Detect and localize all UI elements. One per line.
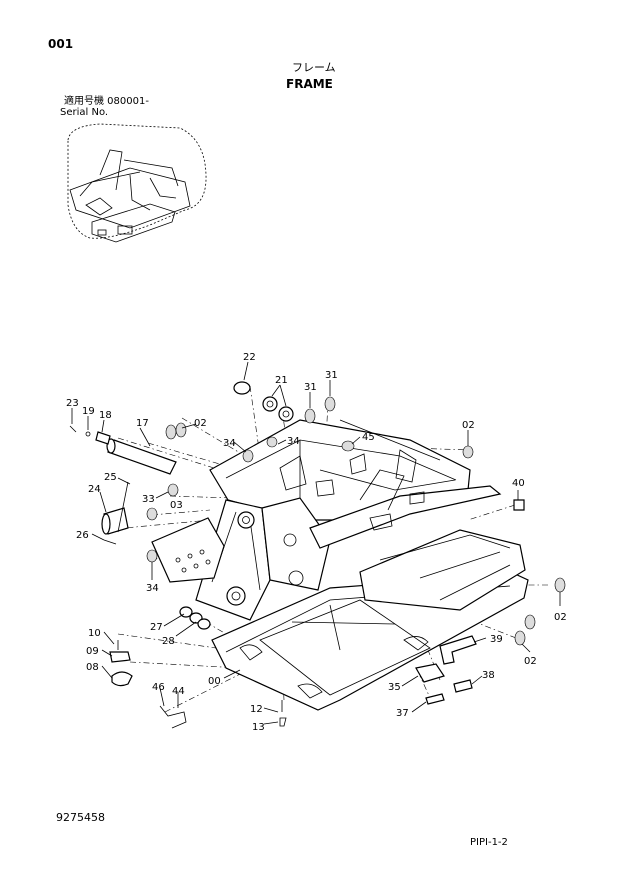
callout-33: 33 <box>142 494 155 505</box>
callout-00: 00 <box>208 676 221 687</box>
title-japanese: フレーム <box>292 61 336 74</box>
page-number: 001 <box>48 37 74 51</box>
callout-46: 46 <box>152 682 165 693</box>
callout-labels: 22 21 31 31 23 19 18 17 02 34 34 45 02 2… <box>66 352 567 733</box>
callout-02-c: 02 <box>554 612 567 623</box>
callout-40: 40 <box>512 478 525 489</box>
callout-13: 13 <box>252 722 265 733</box>
callout-12: 12 <box>250 704 263 715</box>
callout-02-b: 02 <box>462 420 475 431</box>
callout-34: 34 <box>223 438 236 449</box>
page-title: FRAME <box>286 77 333 91</box>
callout-31: 31 <box>304 382 317 393</box>
callout-45: 45 <box>362 432 375 443</box>
callout-21: 21 <box>275 375 288 386</box>
callout-18: 18 <box>99 410 112 421</box>
callout-26: 26 <box>76 530 89 541</box>
callout-09: 09 <box>86 646 99 657</box>
callout-44: 44 <box>172 686 185 697</box>
callout-27: 27 <box>150 622 163 633</box>
pins <box>101 438 177 545</box>
machine-thumbnail <box>67 123 207 243</box>
callout-03: 03 <box>170 500 183 511</box>
callout-17: 17 <box>136 418 149 429</box>
callout-02: 02 <box>194 418 207 429</box>
callout-39: 39 <box>490 634 503 645</box>
callout-31-b: 31 <box>325 370 338 381</box>
callout-23: 23 <box>66 398 79 409</box>
callout-24: 24 <box>88 484 101 495</box>
callout-19: 19 <box>82 406 95 417</box>
callout-22: 22 <box>243 352 256 363</box>
page-reference: PIPI-1-2 <box>470 837 508 848</box>
callout-37: 37 <box>396 708 409 719</box>
serial-label-japanese: 適用号機 080001- <box>64 96 149 107</box>
callout-38: 38 <box>482 670 495 681</box>
hardware <box>69 425 525 729</box>
callout-02-d: 02 <box>524 656 537 667</box>
main-frame <box>151 419 529 711</box>
bushings-washers <box>146 381 566 646</box>
callout-25: 25 <box>104 472 117 483</box>
callout-34-b: 34 <box>287 436 300 447</box>
callout-34-c: 34 <box>146 583 159 594</box>
leader-lines <box>71 361 561 725</box>
callout-35: 35 <box>388 682 401 693</box>
callout-08: 08 <box>86 662 99 673</box>
document-number: 9275458 <box>56 811 105 824</box>
callout-28: 28 <box>162 636 175 647</box>
callout-10: 10 <box>88 628 101 639</box>
serial-label: Serial No. <box>60 107 109 118</box>
